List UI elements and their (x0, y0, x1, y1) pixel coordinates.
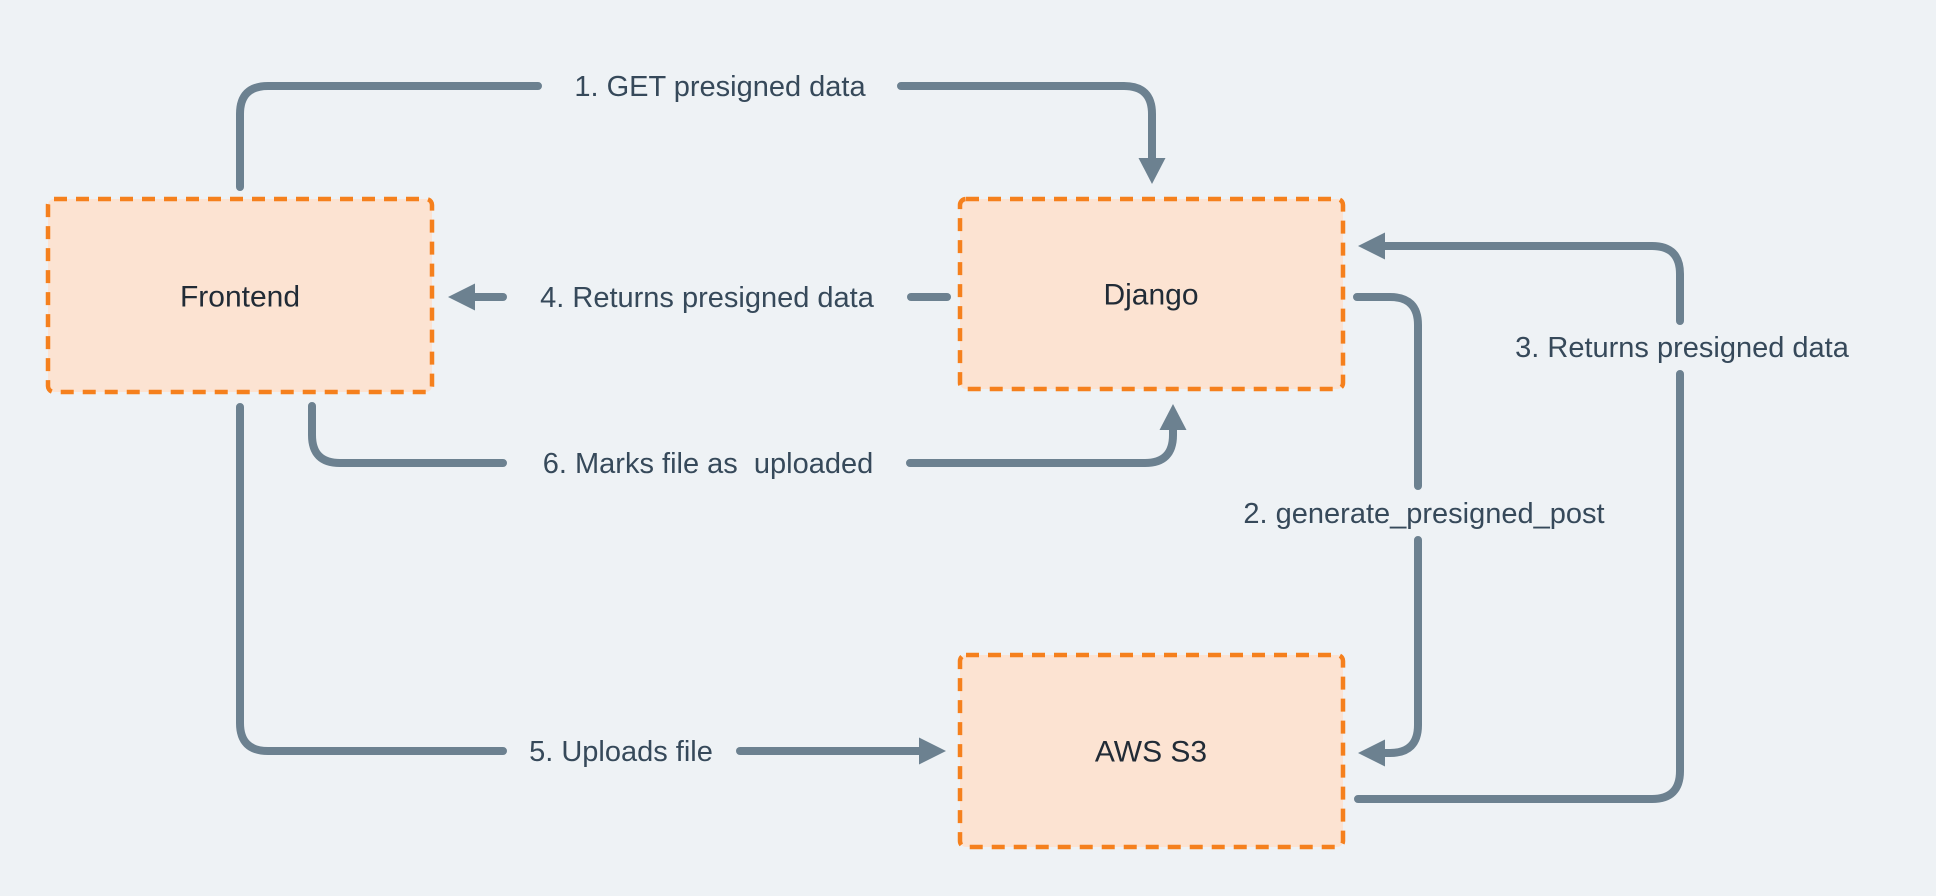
flow-3-label: 3. Returns presigned data (1515, 332, 1850, 364)
flow-6-wire-end (906, 426, 1177, 467)
node-frontend: Frontend (45, 196, 435, 395)
node-django-box (957, 196, 1346, 392)
flow-3-wire-start (1354, 370, 1684, 803)
flow-5-arrowhead-right-icon (919, 737, 946, 765)
flow-2-label: 2. generate_presigned_post (1243, 498, 1604, 530)
flow-arrows (236, 82, 1684, 803)
node-frontend-box (45, 196, 435, 395)
node-aws-s3-label: AWS S3 (1095, 736, 1207, 769)
flow-3-arrowhead-left-icon (1358, 232, 1385, 260)
flow-2-arrowhead-left-icon (1358, 739, 1385, 767)
node-aws-s3-box (957, 652, 1346, 850)
flow-labels: 1. GET presigned data 2. generate_presig… (529, 71, 1850, 768)
node-aws-s3: AWS S3 (957, 652, 1346, 850)
flow-1-wire-start (236, 82, 542, 191)
flow-2-wire-end (1381, 536, 1422, 757)
node-django: Django (957, 196, 1346, 392)
flow-6-arrowhead-up-icon (1159, 404, 1187, 430)
flow-6-wire-start (308, 402, 507, 467)
flow-1-wire-end (897, 82, 1156, 162)
flow-6-label: 6. Marks file as uploaded (543, 448, 873, 480)
flow-5-wire-start (236, 403, 507, 755)
flow-4-arrowhead-left-icon (448, 283, 475, 311)
flow-5-label: 5. Uploads file (529, 736, 713, 768)
flow-3-wire-end (1381, 242, 1684, 325)
flow-1-label: 1. GET presigned data (574, 71, 866, 103)
node-frontend-label: Frontend (180, 281, 300, 314)
node-django-label: Django (1103, 279, 1198, 312)
flow-2-wire-start (1353, 293, 1422, 490)
flow-1-arrowhead-down-icon (1138, 158, 1166, 184)
flow-4-label: 4. Returns presigned data (540, 282, 875, 314)
